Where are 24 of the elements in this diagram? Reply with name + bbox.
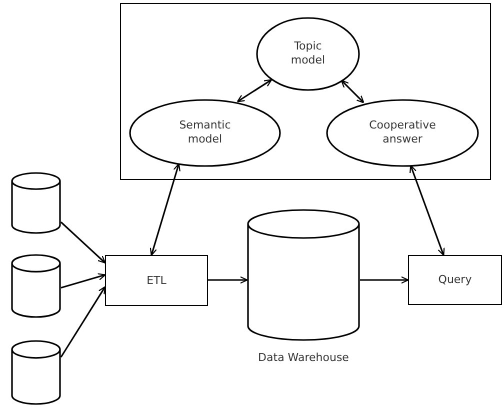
arrow (360, 276, 409, 284)
process-box (408, 255, 502, 305)
process-box (105, 255, 208, 306)
model-ellipse (326, 99, 479, 167)
node-label: Cooperative answer (368, 118, 437, 148)
node-label: Query (438, 272, 472, 288)
model-ellipse (256, 17, 360, 91)
model-ellipse (129, 99, 281, 167)
arrow (236, 79, 272, 102)
arrow (60, 222, 106, 264)
arrow (208, 276, 248, 284)
arrow (60, 273, 106, 288)
arrow (410, 164, 445, 256)
arrow (60, 286, 106, 358)
node-label: Semantic model (178, 118, 232, 148)
database-cylinder (11, 172, 61, 234)
node-label: Topic model (290, 40, 326, 68)
database-cylinder (11, 254, 61, 318)
database-cylinder (11, 340, 61, 405)
node-label: ETL (146, 273, 166, 288)
arrow (150, 163, 180, 256)
arrow (340, 80, 364, 104)
node-caption: Data Warehouse (258, 351, 349, 364)
container-box (120, 3, 491, 180)
